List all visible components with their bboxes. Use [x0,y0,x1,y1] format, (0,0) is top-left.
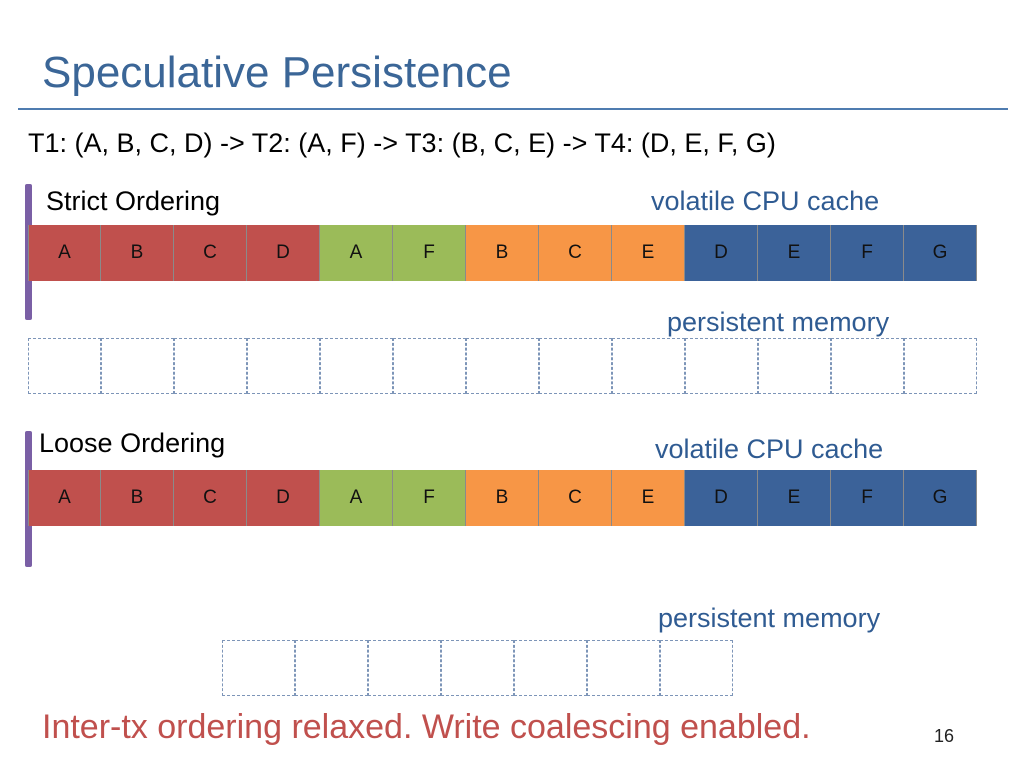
loose-cache-cell-t1-d: D [247,470,320,526]
loose-cache-cell-t2-a: A [320,470,393,526]
strict-cache-cell-t3-c: C [539,225,612,281]
strict-cache-cell-t3-b: B [466,225,539,281]
loose-cache-cell-t3-c: C [539,470,612,526]
strict-memory-label: persistent memory [667,307,890,337]
strict-cache-cell-t1-a: A [28,225,101,281]
strict-cache-cell-t4-e: E [758,225,831,281]
strict-memory-slot [685,338,758,394]
page-number: 16 [934,726,955,746]
strict-memory-slot [393,338,466,394]
loose-memory-slot [587,640,660,696]
strict-memory-slot [174,338,247,394]
strict-cache-cell-t1-c: C [174,225,247,281]
transaction-sequence: T1: (A, B, C, D) -> T2: (A, F) -> T3: (B… [28,128,776,158]
loose-cache-cell-t3-e: E [612,470,685,526]
strict-cache-cell-t2-f: F [393,225,466,281]
strict-memory-slot [466,338,539,394]
strict-memory-row [28,338,977,394]
strict-memory-slot [101,338,174,394]
strict-cache-cell-t1-b: B [101,225,174,281]
loose-cache-cell-t1-c: C [174,470,247,526]
loose-memory-slot [514,640,587,696]
loose-memory-slot [222,640,295,696]
loose-memory-label: persistent memory [658,603,881,633]
loose-cache-cell-t4-d: D [685,470,758,526]
slide-title: Speculative Persistence [42,48,512,97]
loose-cache-cell-t4-e: E [758,470,831,526]
strict-ordering-label: Strict Ordering [46,186,221,216]
strict-cache-label: volatile CPU cache [651,186,880,216]
strict-memory-slot [28,338,101,394]
strict-cache-cell-t1-d: D [247,225,320,281]
strict-cache-cell-t3-e: E [612,225,685,281]
title-divider [18,108,1008,110]
loose-memory-row [222,640,733,696]
strict-memory-slot [831,338,904,394]
loose-cache-cell-t1-b: B [101,470,174,526]
loose-memory-slot [660,640,733,696]
strict-memory-slot [539,338,612,394]
loose-cache-cell-t3-b: B [466,470,539,526]
strict-memory-slot [612,338,685,394]
loose-cache-cell-t4-f: F [831,470,904,526]
loose-cache-cell-t2-f: F [393,470,466,526]
loose-cache-label: volatile CPU cache [655,434,884,464]
strict-cache-cell-t4-g: G [904,225,977,281]
strict-memory-slot [320,338,393,394]
loose-memory-slot [295,640,368,696]
loose-ordering-label: Loose Ordering [39,428,226,458]
strict-memory-slot [904,338,977,394]
slide-footer-note: Inter-tx ordering relaxed. Write coalesc… [42,708,811,746]
strict-cache-cell-t2-a: A [320,225,393,281]
strict-memory-slot [758,338,831,394]
loose-cache-cell-t1-a: A [28,470,101,526]
loose-memory-slot [441,640,514,696]
loose-cache-cell-t4-g: G [904,470,977,526]
strict-cache-cell-t4-f: F [831,225,904,281]
strict-memory-slot [247,338,320,394]
strict-cache-cell-t4-d: D [685,225,758,281]
loose-memory-slot [368,640,441,696]
